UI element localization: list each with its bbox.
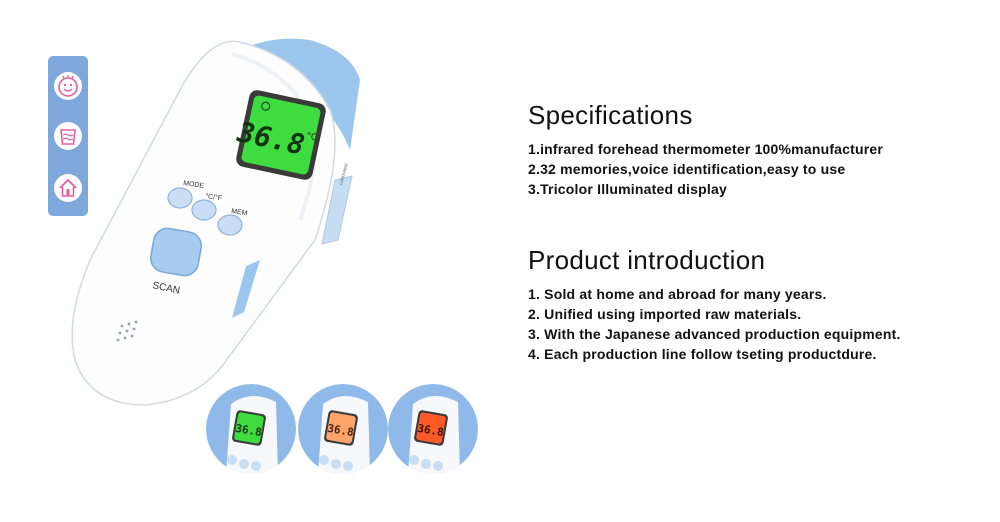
smiley-face-icon: [54, 72, 82, 100]
display-variant-orange: 36.8: [298, 384, 388, 474]
mem-button-label: MEM: [231, 208, 248, 217]
specifications-section: Specifications 1.infrared forehead therm…: [528, 100, 883, 199]
lcd-unit: °C: [305, 131, 318, 143]
specifications-list: 1.infrared forehead thermometer 100%manu…: [528, 139, 883, 199]
speaker-grill: [116, 320, 138, 342]
thermometer-device: 36.8 °C MODE °C/°F MEM SCAN LANGUAGE: [60, 30, 380, 435]
scan-button[interactable]: [149, 226, 204, 278]
cup-icon: [54, 122, 82, 150]
unit-button[interactable]: [191, 199, 217, 221]
variant-reading: 36.8: [326, 422, 354, 439]
list-item: 1. Sold at home and abroad for many year…: [528, 286, 827, 302]
side-button-label: LANGUAGE: [338, 162, 349, 185]
product-introduction-section: Product introduction 1. Sold at home and…: [528, 245, 901, 364]
list-item: 3. With the Japanese advanced production…: [528, 326, 901, 342]
list-item: 3.Tricolor Illuminated display: [528, 181, 727, 197]
mode-icon-strip: [48, 56, 88, 216]
house-icon: [54, 174, 82, 202]
product-introduction-list: 1. Sold at home and abroad for many year…: [528, 284, 901, 364]
variant-reading: 36.8: [416, 422, 444, 439]
list-item: 1.infrared forehead thermometer 100%manu…: [528, 141, 884, 157]
product-introduction-title: Product introduction: [528, 245, 766, 275]
unit-button-label: °C/°F: [205, 192, 223, 202]
variant-reading: 36.8: [234, 422, 262, 439]
mem-button[interactable]: [217, 214, 243, 236]
display-variant-red: 36.8: [388, 384, 478, 474]
list-item: 4. Each production line follow tseting p…: [528, 346, 877, 362]
mode-button-label: MODE: [183, 180, 205, 190]
list-item: 2.32 memories,voice identification,easy …: [528, 161, 846, 177]
mode-button[interactable]: [167, 187, 193, 209]
list-item: 2. Unified using imported raw materials.: [528, 306, 802, 322]
display-variant-green: 36.8: [206, 384, 296, 474]
specifications-title: Specifications: [528, 100, 693, 130]
